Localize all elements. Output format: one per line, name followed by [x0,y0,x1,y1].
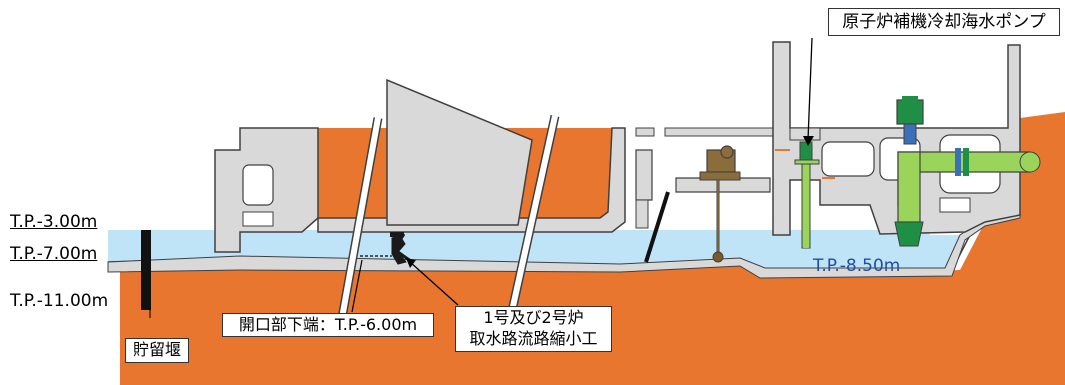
level-tp-minus-3: T.P.-3.00m [10,212,98,232]
screen-structure [635,149,653,201]
ground-earth-right [1020,112,1065,240]
main-pump-flange-1 [955,148,961,176]
reduction-label-leader [409,261,459,306]
level-tp-minus-7: T.P.-7.00m [10,244,98,264]
flow-reduction-work-label: 1号及び2号炉 取水路流路縮小工 [455,306,612,352]
flow-reduction-label-line2: 取水路流路縮小工 [469,329,598,348]
deck-fragment-1 [635,127,655,137]
opening-label-leader [351,259,363,313]
level-tp-minus-11: T.P.-11.00m [10,291,109,311]
main-pump-coupling [903,123,917,145]
pump-label-leader [807,37,813,141]
pump-house-opening-4 [939,197,971,213]
intake-structure-window [242,164,274,206]
level-tp-minus-8-5: T.P.-8.50m [813,256,901,276]
gate-bottom-weight [712,251,724,263]
reduction-label-arrow [406,258,416,268]
main-pump-motor-cap [902,96,918,102]
deck-fragment-2 [664,127,778,137]
seawater-pump-motor [799,141,813,161]
main-pump-motor [896,99,924,125]
seawater-pump-column [803,160,809,248]
intake-structure-window-2 [242,211,274,227]
section-break-line-2-core [507,115,558,321]
gate-hoist-base [699,171,741,181]
main-pump-body [897,151,921,223]
main-pump-pipe-end [1019,151,1041,173]
gate-hoist-wheel [720,145,734,159]
seawater-pump-label: 原子炉補機冷却海水ポンプ [828,8,1060,36]
flow-reduction-top [390,232,404,237]
pump-label-arrow [803,136,814,146]
section-break-line-1-core [339,117,381,319]
channel-floor-slab [107,213,1021,279]
flow-reduction-label-line1: 1号及び2号炉 [483,308,584,327]
pump-house-opening-1 [821,141,875,177]
inclined-screen-bar [644,191,670,263]
main-pump-flange-2 [963,148,969,176]
storage-weir-bar [141,230,151,310]
main-pump-bell-mouth [894,221,924,247]
opening-bottom-label: 開口部下端：T.P.-6.00m [222,313,434,337]
upper-basin-floor [317,127,626,233]
seawater-pump-flange [794,159,820,165]
storage-weir-label: 貯留堰 [125,338,189,363]
screen-pillar [635,199,649,229]
central-wall [386,78,533,226]
